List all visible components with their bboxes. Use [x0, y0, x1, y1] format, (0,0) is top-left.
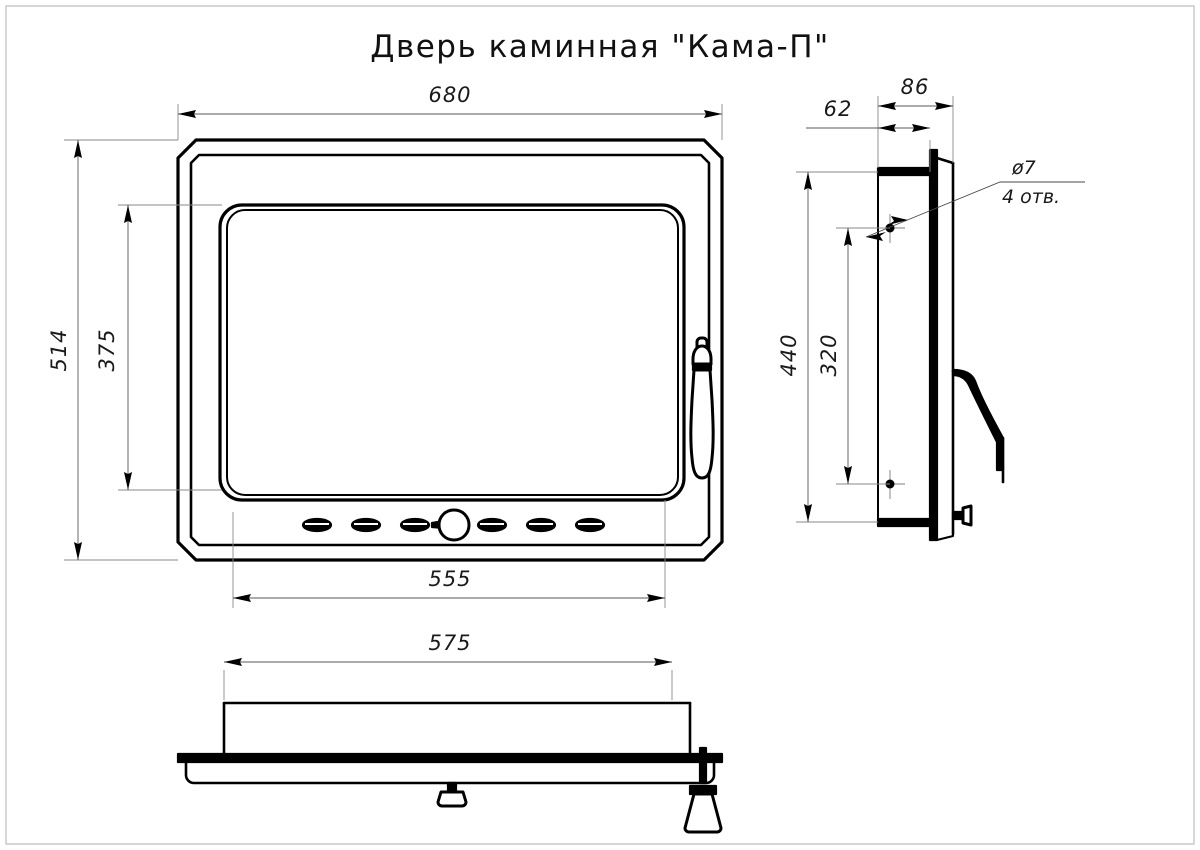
bottom-body	[223, 702, 691, 759]
front-frame-inner-edge	[189, 153, 711, 547]
dim-front-width-outer: 680	[428, 83, 471, 107]
vent-slot	[399, 517, 431, 533]
front-glass-inner-edge	[226, 209, 679, 496]
dim-front-height-inner: 375	[95, 328, 119, 371]
front-vent-row	[301, 508, 606, 542]
sheet-border	[5, 5, 1195, 845]
bottom-view	[176, 701, 724, 834]
dim-side-hole-spacing: 320	[817, 333, 841, 376]
side-flange-body	[877, 171, 931, 523]
bottom-dimensions: 575	[223, 631, 673, 700]
front-view	[176, 138, 724, 562]
dim-front-height-outer: 514	[47, 328, 71, 371]
side-handle[interactable]	[951, 368, 1005, 484]
hole-callout: ø7 4 отв.	[865, 157, 1085, 241]
page-title: Дверь каминная "Кама-П"	[370, 29, 830, 65]
vent-slot	[574, 517, 606, 533]
side-hole-bottom	[875, 470, 905, 499]
bottom-air-knob[interactable]	[436, 781, 468, 808]
side-air-knob[interactable]	[951, 504, 973, 527]
dim-side-height-outer: 440	[777, 333, 801, 376]
front-handle[interactable]	[689, 336, 715, 480]
hole-diameter-label: ø7	[1011, 157, 1036, 179]
side-door-panel	[936, 157, 954, 541]
vent-slot	[476, 517, 508, 533]
dim-side-depth-flange: 62	[824, 97, 853, 121]
vent-slot	[350, 517, 382, 533]
side-view	[875, 148, 1005, 542]
bottom-handle[interactable]	[683, 746, 723, 834]
front-dimensions: 680 555 514 375	[47, 83, 723, 608]
side-dimensions: 86 62 440 320 ø7 4 отв.	[777, 75, 1085, 523]
vent-slot	[525, 517, 557, 533]
dim-bottom-width: 575	[428, 631, 471, 655]
dim-front-width-inner: 555	[428, 567, 471, 591]
dim-side-depth-total: 86	[901, 75, 930, 99]
vent-slot	[301, 517, 333, 533]
front-air-knob[interactable]	[430, 508, 471, 542]
hole-count-label: 4 отв.	[1002, 186, 1060, 208]
front-frame-outer	[176, 138, 724, 562]
front-glass-opening	[218, 203, 686, 502]
bottom-flange-lip	[184, 760, 716, 785]
